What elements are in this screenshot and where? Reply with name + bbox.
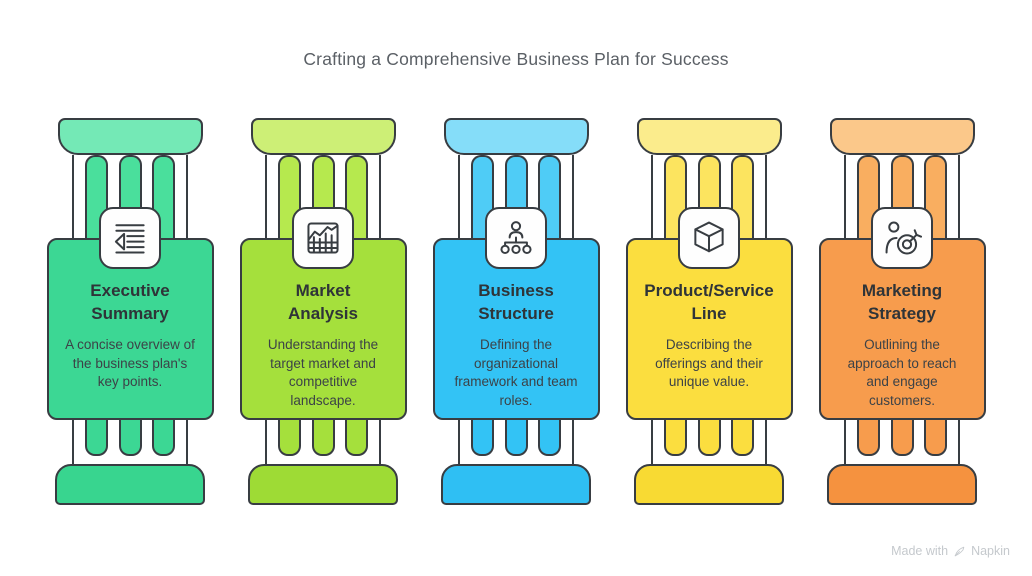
pillar-flute	[470, 420, 494, 456]
card-description: Outlining the approach to reach and enga…	[847, 337, 957, 409]
card-description: Understanding the target market and comp…	[267, 337, 379, 409]
card-description: Describing the offerings and their uniqu…	[655, 337, 763, 390]
card-executive-summary: Executive Summary A concise overview of …	[46, 207, 214, 420]
pillar-shaft-bottom	[72, 420, 188, 464]
pillar-base	[55, 464, 205, 505]
pillar-marketing-strategy: Marketing Strategy Outlining the approac…	[818, 118, 986, 505]
pillar-base	[441, 464, 591, 505]
card-title: Business Structure	[478, 281, 554, 323]
pillar-flute	[731, 420, 755, 456]
card-business-structure: Business Structure Defining the organiza…	[432, 207, 600, 420]
card-title: Market Analysis	[288, 281, 358, 323]
card-description: Defining the organizational framework an…	[454, 337, 578, 409]
napkin-pen-icon	[954, 546, 965, 556]
target-audience-icon	[885, 221, 922, 255]
icon-tile	[485, 207, 547, 269]
pillar-row: Executive Summary A concise overview of …	[0, 118, 1032, 505]
pillar-capital	[57, 118, 203, 155]
growth-chart-icon	[307, 222, 339, 254]
pillar-flute	[924, 420, 948, 456]
infographic-title: Crafting a Comprehensive Business Plan f…	[303, 49, 729, 69]
pillar-business-structure: Business Structure Defining the organiza…	[432, 118, 600, 505]
pillar-flute	[345, 420, 369, 456]
pillar-flute	[504, 420, 528, 456]
card-title: Product/Service Line	[644, 281, 774, 323]
watermark-brand: Napkin	[971, 544, 1010, 558]
card-title: Marketing Strategy	[861, 281, 943, 323]
pillar-flute	[538, 420, 562, 456]
icon-tile	[871, 207, 933, 269]
pillar-base	[248, 464, 398, 505]
package-cube-icon	[694, 221, 724, 253]
watermark: Made with Napkin	[891, 544, 1010, 558]
org-chart-icon	[500, 221, 532, 254]
pillar-base	[827, 464, 977, 505]
pillar-market-analysis: Market Analysis Understanding the target…	[239, 118, 407, 505]
card-market-analysis: Market Analysis Understanding the target…	[239, 207, 407, 420]
card-title: Executive Summary	[90, 281, 170, 323]
pillar-shaft-bottom	[265, 420, 381, 464]
pillar-flute	[118, 420, 142, 456]
document-lines-icon	[114, 224, 145, 254]
pillar-product-service-line: Product/Service Line Describing the offe…	[625, 118, 793, 505]
pillar-capital	[250, 118, 396, 155]
icon-tile	[292, 207, 354, 269]
watermark-prefix: Made with	[891, 544, 949, 558]
pillar-base	[634, 464, 784, 505]
pillar-flute	[663, 420, 687, 456]
pillar-shaft-bottom	[651, 420, 767, 464]
pillar-capital	[443, 118, 589, 155]
pillar-flute	[277, 420, 301, 456]
pillar-capital	[636, 118, 782, 155]
card-description: A concise overview of the business plan'…	[65, 337, 195, 390]
pillar-flute	[152, 420, 176, 456]
pillar-flute	[856, 420, 880, 456]
pillar-shaft-bottom	[458, 420, 574, 464]
card-marketing-strategy: Marketing Strategy Outlining the approac…	[818, 207, 986, 420]
icon-tile	[99, 207, 161, 269]
pillar-executive-summary: Executive Summary A concise overview of …	[46, 118, 214, 505]
pillar-flute	[697, 420, 721, 456]
pillar-capital	[829, 118, 975, 155]
pillar-shaft-bottom	[844, 420, 960, 464]
pillar-flute	[311, 420, 335, 456]
icon-tile	[678, 207, 740, 269]
card-product-service-line: Product/Service Line Describing the offe…	[625, 207, 793, 420]
pillar-flute	[890, 420, 914, 456]
pillar-flute	[84, 420, 108, 456]
